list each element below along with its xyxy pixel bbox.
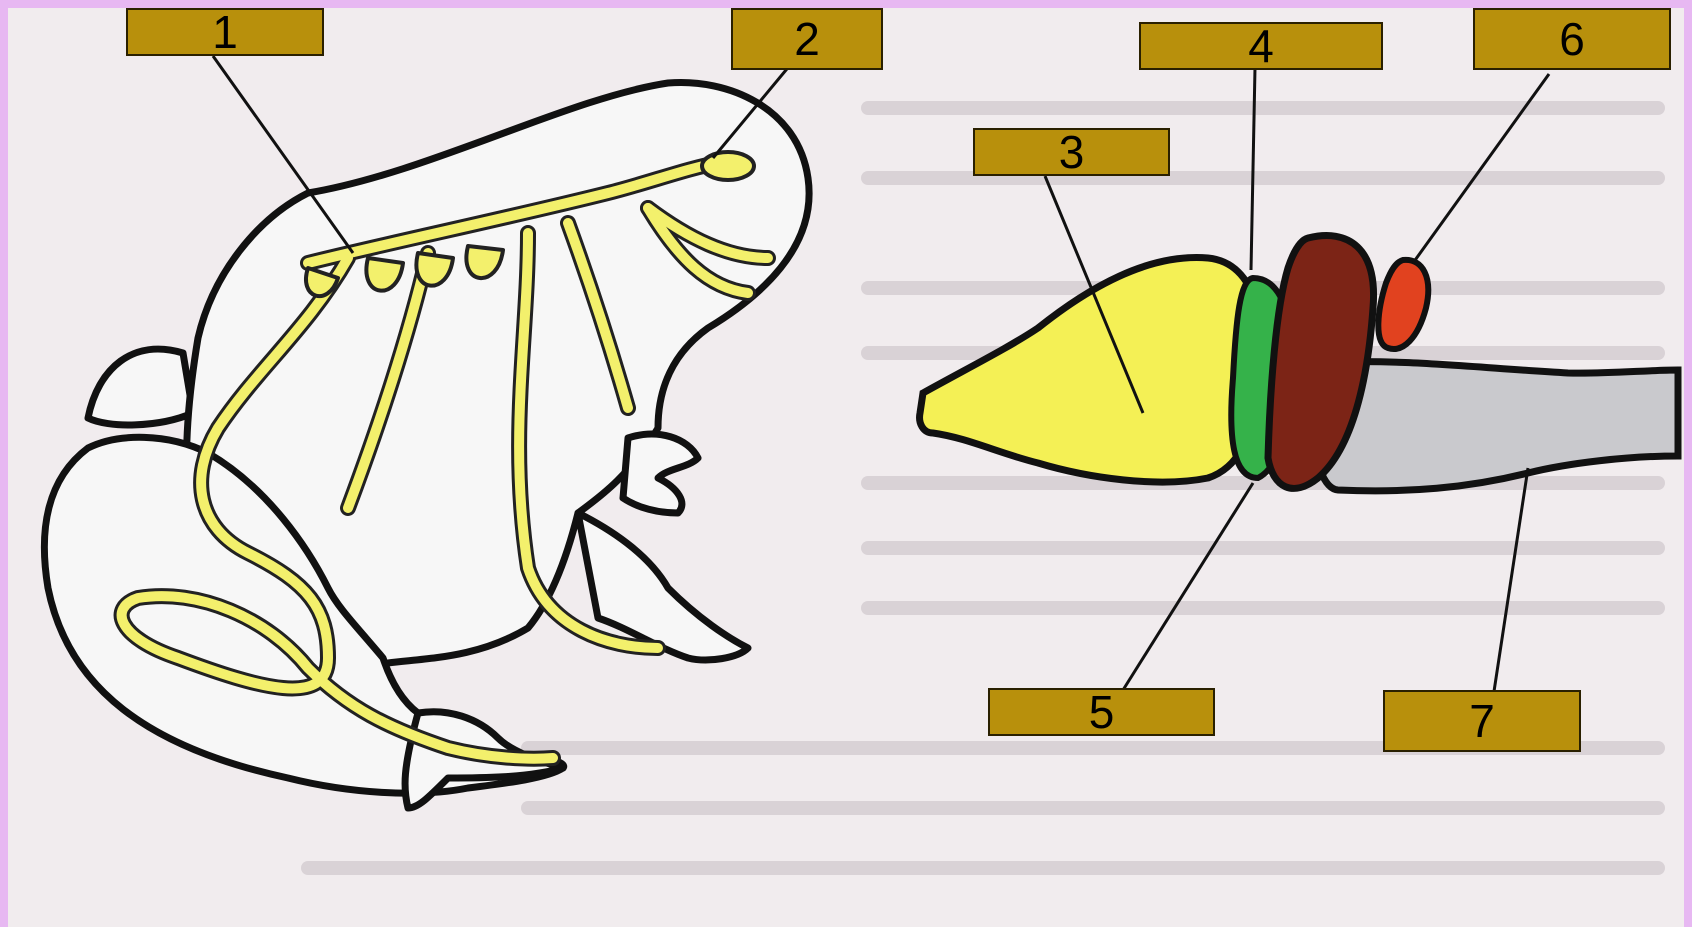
label-5-text: 5 xyxy=(1089,689,1115,735)
label-3-text: 3 xyxy=(1059,129,1085,175)
frog-outline xyxy=(44,82,809,808)
label-6: 6 xyxy=(1473,8,1671,70)
label-2-text: 2 xyxy=(794,16,820,62)
label-2: 2 xyxy=(731,8,883,70)
label-4: 4 xyxy=(1139,22,1383,70)
pineal xyxy=(1378,260,1428,349)
label-3: 3 xyxy=(973,128,1170,176)
label-1: 1 xyxy=(126,8,324,56)
frog-and-brain-illustration xyxy=(8,8,1684,927)
label-1-text: 1 xyxy=(212,9,238,55)
label-4-text: 4 xyxy=(1248,23,1274,69)
diagram-stage: 1 2 3 4 5 6 7 xyxy=(8,8,1684,927)
brain-illustration xyxy=(920,236,1678,491)
label-7: 7 xyxy=(1383,690,1581,752)
label-7-text: 7 xyxy=(1469,698,1495,744)
label-6-text: 6 xyxy=(1559,16,1585,62)
label-5: 5 xyxy=(988,688,1215,736)
